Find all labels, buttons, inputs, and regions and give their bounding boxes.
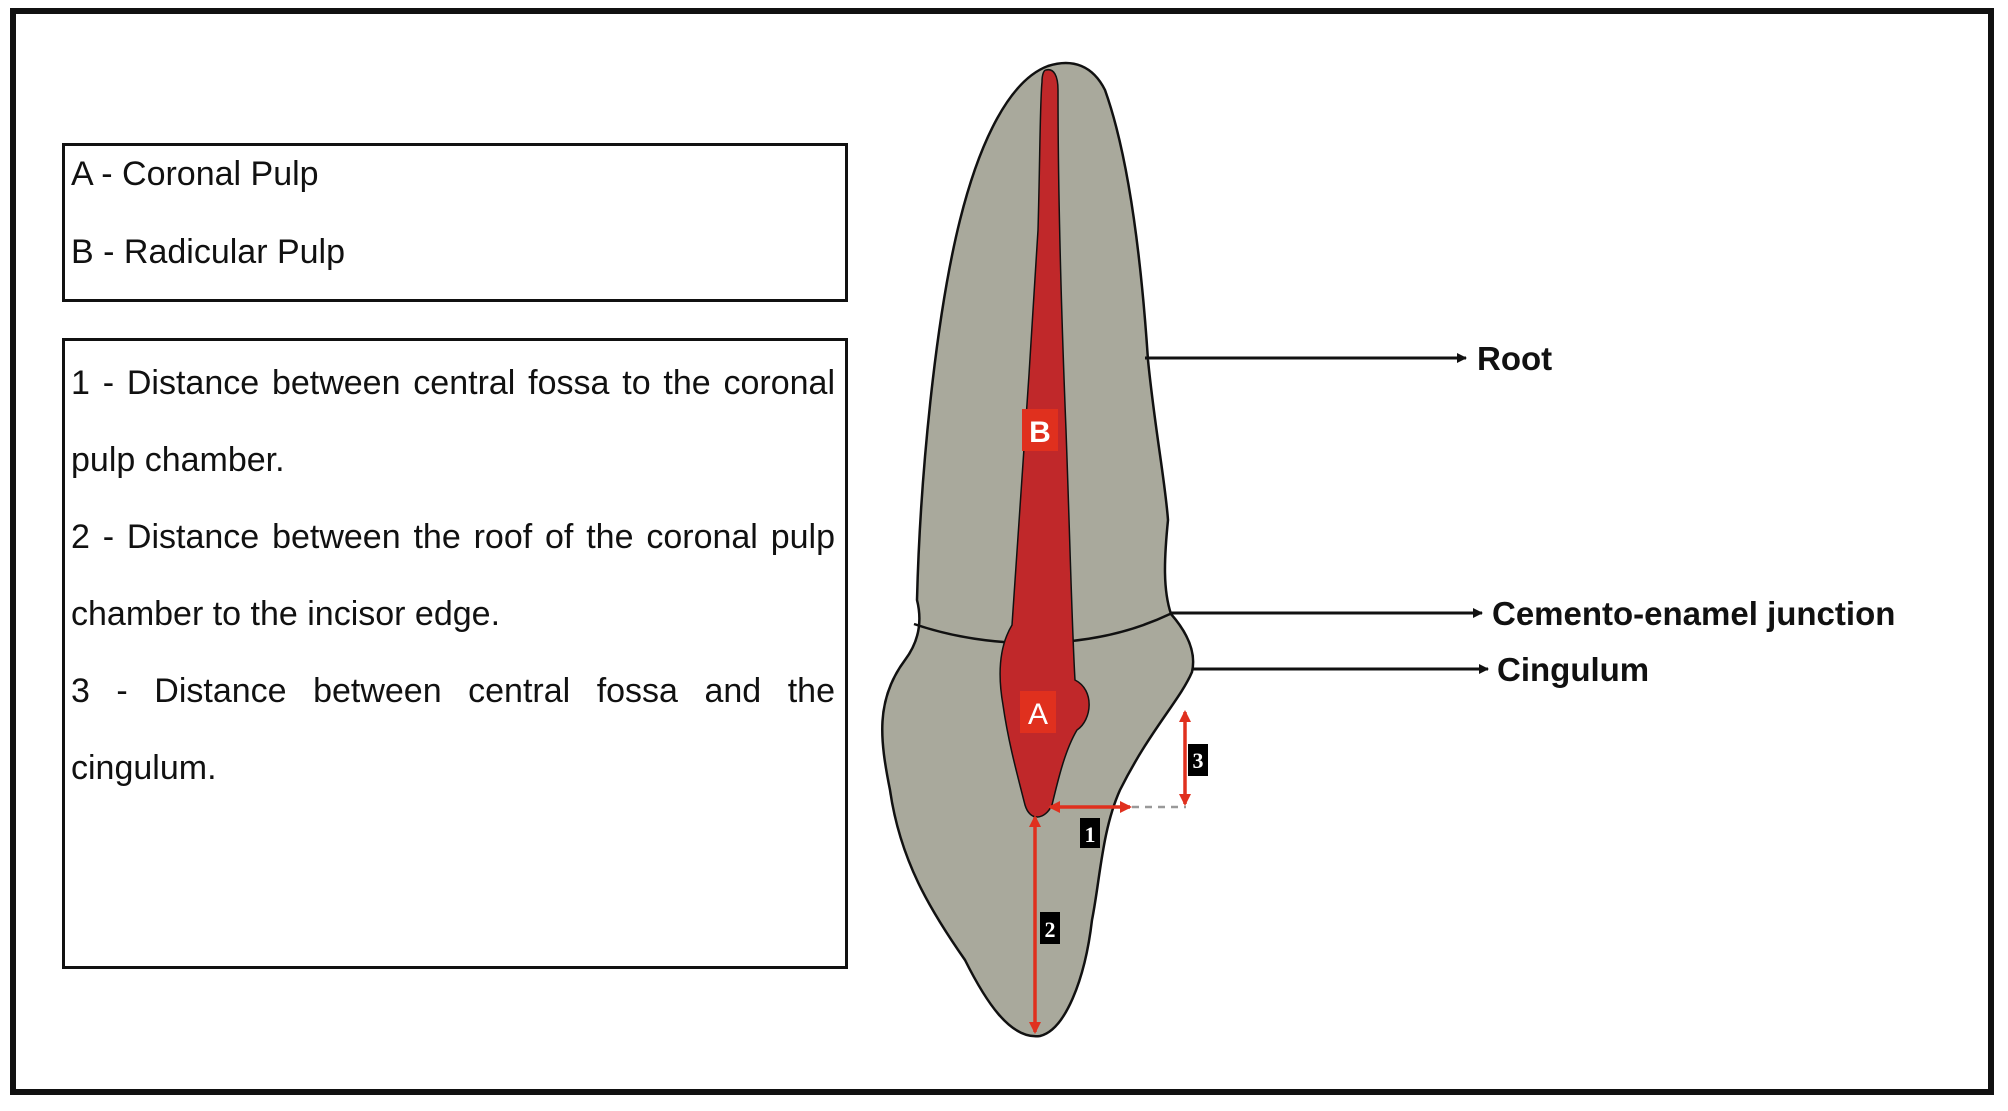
radicular-pulp-label: B — [1029, 416, 1051, 449]
measure-2-number: 2 — [1045, 917, 1056, 942]
measurement-legend-box: 1 - Distance between central fossa to th… — [62, 338, 848, 969]
measure-3-number: 3 — [1193, 748, 1204, 773]
root-label: Root — [1477, 340, 1552, 377]
cingulum-label: Cingulum — [1497, 651, 1649, 688]
measure-1-number-box — [1080, 818, 1100, 848]
legend-measure-3: 3 - Distance between central fossa and t… — [71, 672, 835, 787]
coronal-pulp-label-box — [1020, 691, 1056, 733]
legend-measure-2: 2 - Distance between the roof of the cor… — [71, 518, 835, 633]
legend-measure-1: 1 - Distance between central fossa to th… — [71, 364, 835, 479]
pulp-legend-box: A - Coronal Pulp B - Radicular Pulp — [62, 143, 848, 302]
measure-1-number: 1 — [1085, 822, 1096, 847]
measure-2-number-box — [1040, 912, 1060, 944]
legend-coronal-pulp: A - Coronal Pulp — [71, 155, 319, 193]
measure-3-number-box — [1188, 744, 1208, 776]
cej-label: Cemento-enamel junction — [1492, 595, 1895, 632]
radicular-pulp-label-box — [1022, 409, 1058, 451]
legend-radicular-pulp: B - Radicular Pulp — [71, 233, 346, 271]
coronal-pulp-label: A — [1028, 698, 1048, 731]
